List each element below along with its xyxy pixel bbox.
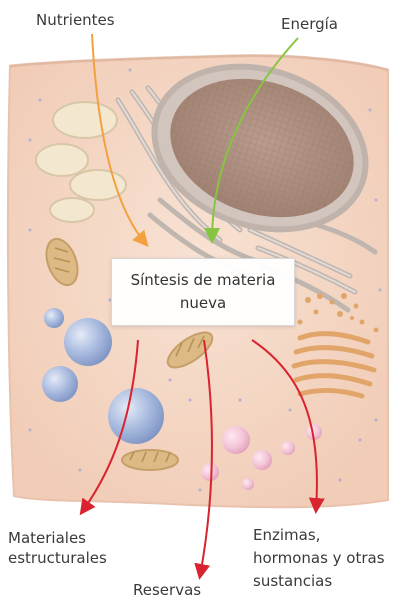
enzimas-label: Enzimas, hormonas y otras sustancias <box>253 524 395 593</box>
sintesis-label: Síntesis de materia nueva <box>120 269 286 315</box>
reservas-label: Reservas <box>133 580 201 600</box>
materiales-label: Materiales estructurales <box>8 528 128 568</box>
energia-label: Energía <box>281 14 338 34</box>
nutrientes-label: Nutrientes <box>36 10 115 30</box>
sintesis-box: Síntesis de materia nueva <box>111 258 295 326</box>
